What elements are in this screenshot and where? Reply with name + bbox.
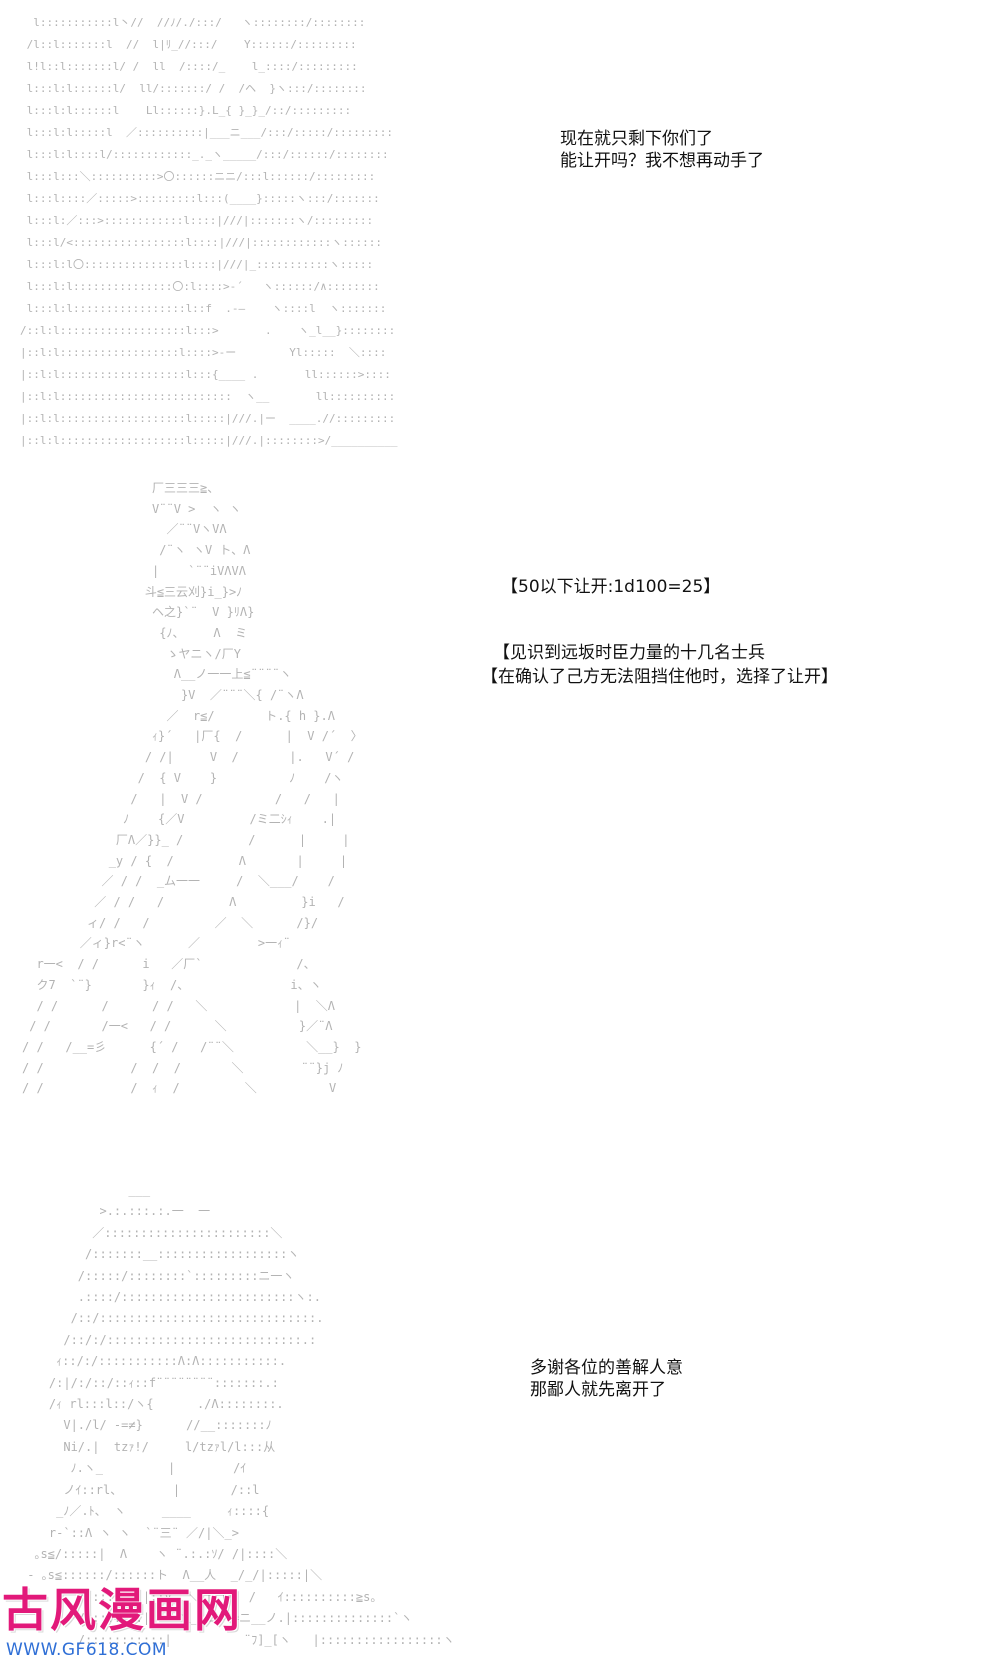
panel1-ascii-art: l:::::::::::l丶// //ﾉ/./:::/ ヽ::::::::/::… [20, 16, 398, 447]
panel2-dialog-yield: 【在确认了己方无法阻挡住他时，选择了让开】 [481, 667, 838, 687]
panel3-dialog: 多谢各位的善解人意 那鄙人就先离开了 [530, 1358, 683, 1400]
panel2-ascii-art: 厂三三三≧、 V¨¨V > ヽ ヽ ／¨¨VヽVΛ /¨ヽ ヽV ト、Λ | `… [22, 481, 363, 1096]
panel1-dialog: 现在就只剩下你们了 能让开吗？我不想再动手了 [560, 129, 764, 171]
watermark-url: WWW.GF618.COM [6, 1640, 168, 1660]
watermark-logo: 古风漫画网 [2, 1583, 242, 1637]
panel2-dialog-roll: 【50以下让开:1d100=25】 [501, 577, 721, 597]
panel3-ascii-art: ___ >.:.:::.:.一 一 ／:::::::::::::::::::::… [27, 1183, 455, 1647]
panel2-dialog-soldiers: 【见识到远坂时臣力量的十几名士兵 [493, 643, 765, 663]
